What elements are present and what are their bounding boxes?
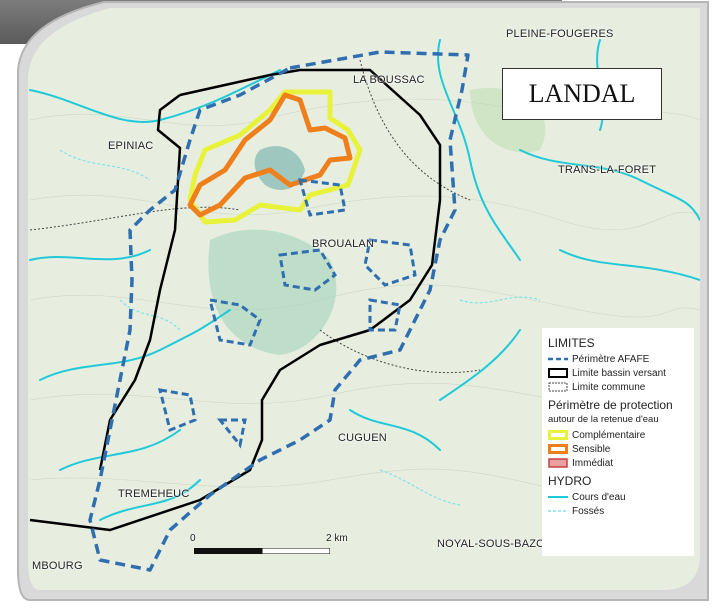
afafe-perimeter <box>88 50 470 572</box>
watercourse-symbol-icon <box>548 496 568 498</box>
place-pleine-fougeres: PLEINE-FOUGERES <box>506 28 614 40</box>
legend-limits-heading: LIMITES <box>548 336 595 350</box>
legend-bassin-label: Limite bassin versant <box>572 367 666 379</box>
afafe-parcels <box>157 178 417 449</box>
commune-symbol-icon <box>548 382 568 392</box>
ditch-symbol-icon <box>548 510 568 512</box>
reservoir-lake <box>254 146 305 190</box>
watercourses <box>29 39 700 521</box>
legend-protection-heading: Périmètre de protection <box>548 398 673 412</box>
watershed-limit <box>29 68 442 532</box>
legend-complementaire-row: Complémentaire <box>548 428 688 442</box>
legend-immediat-row: Immédiat <box>548 456 688 470</box>
complementaire-symbol-icon <box>548 430 568 440</box>
legend-afafe-label: Périmètre AFAFE <box>572 353 650 365</box>
legend-protection-sub: autour de la retenue d'eau <box>548 414 659 425</box>
legend-bassin-row: Limite bassin versant <box>548 366 688 380</box>
place-la-boussac: LA BOUSSAC <box>353 74 425 86</box>
bassin-symbol-icon <box>548 368 568 378</box>
sensitive-perimeter <box>187 92 353 218</box>
ditches <box>59 149 541 506</box>
place-combourg: MBOURG <box>32 560 83 572</box>
map-title: LANDAL <box>502 68 662 120</box>
legend-afafe-row: Périmètre AFAFE <box>548 352 688 366</box>
legend-cours-label: Cours d'eau <box>572 491 626 503</box>
place-trans-la-foret: TRANS-LA-FORET <box>558 164 657 176</box>
legend-fosses-label: Fossés <box>572 505 605 517</box>
place-noyal-sous-bazouges: NOYAL-SOUS-BAZO <box>437 538 545 550</box>
sensible-symbol-icon <box>548 444 568 454</box>
legend-commune-row: Limite commune <box>548 380 688 394</box>
legend-hydro-heading: HYDRO <box>548 474 592 488</box>
scale-bar-icon <box>194 548 330 554</box>
scale-start-label: 0 <box>190 533 196 544</box>
scale-end-label: 2 km <box>326 533 348 544</box>
legend-complementaire-label: Complémentaire <box>572 429 646 441</box>
place-epiniac: EPINIAC <box>108 140 154 152</box>
legend-sensible-label: Sensible <box>572 443 611 455</box>
complementary-perimeter <box>187 89 363 225</box>
legend-fosses-row: Fossés <box>548 504 688 518</box>
place-tremeheuc: TREMEHEUC <box>118 488 190 500</box>
legend-immediat-label: Immédiat <box>572 457 614 469</box>
legend-cours-row: Cours d'eau <box>548 490 688 504</box>
legend-commune-label: Limite commune <box>572 381 646 393</box>
place-cuguen: CUGUEN <box>338 432 387 444</box>
woodland-area <box>208 229 337 355</box>
immediat-symbol-icon <box>548 458 568 468</box>
legend-sensible-row: Sensible <box>548 442 688 456</box>
place-broualan: BROUALAN <box>312 238 375 250</box>
afafe-symbol-icon <box>548 357 568 361</box>
map-legend: LIMITES Périmètre AFAFE Limite bassin ve… <box>542 328 694 556</box>
